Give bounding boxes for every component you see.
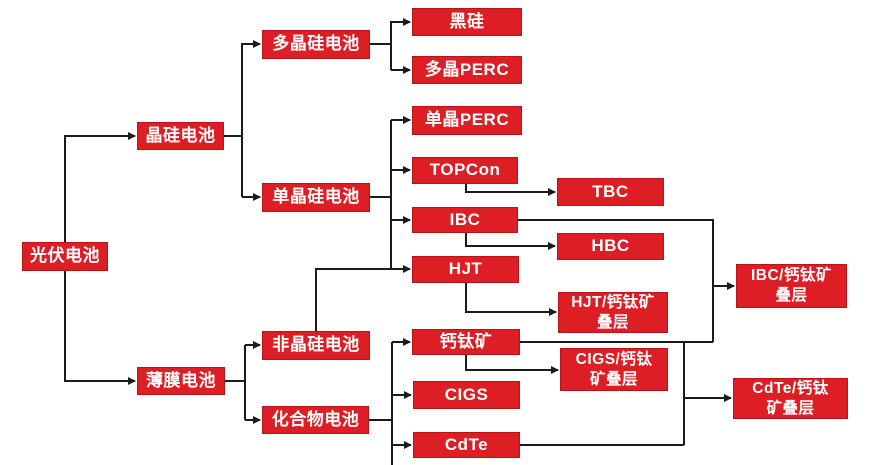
edge-poly-si-black-si	[390, 18, 411, 70]
node-poly-silicon: 多晶硅电池	[262, 30, 370, 59]
node-cigs-perovskite-tandem: CIGS/钙钛 矿叠层	[560, 348, 668, 391]
node-perovskite: 钙钛矿	[412, 329, 520, 355]
node-poly-perc: 多晶PERC	[412, 56, 522, 84]
edge-root-thin-film	[64, 271, 136, 385]
node-cigs: CIGS	[413, 381, 520, 409]
node-cdte-perovskite-tandem: CdTe/钙钛 矿叠层	[733, 378, 848, 419]
node-cdte: CdTe	[413, 432, 520, 458]
node-ibc-perovskite-tandem: IBC/钙钛矿 叠层	[736, 264, 847, 308]
node-crystalline-silicon: 晶硅电池	[137, 122, 224, 150]
edge-amorphous-si-hjt	[315, 265, 411, 331]
edge-ibc-hbc	[465, 233, 556, 250]
node-tbc: TBC	[557, 178, 664, 206]
edge-perovskite-cigs-tandem	[465, 355, 559, 374]
edge-crystalline-poly-si	[241, 40, 261, 197]
node-mono-perc: 单晶PERC	[412, 106, 522, 135]
node-hbc: HBC	[557, 233, 664, 260]
edge-hjt-hjt-tandem	[465, 283, 557, 316]
node-amorphous-silicon: 非晶硅电池	[262, 331, 370, 360]
edge-ibc-right-trunk	[518, 219, 714, 342]
node-black-silicon: 黑硅	[412, 8, 522, 36]
node-mono-silicon: 单晶硅电池	[262, 183, 370, 212]
node-ibc: IBC	[412, 207, 518, 233]
node-hjt: HJT	[412, 256, 519, 283]
node-photovoltaic-cell: 光伏电池	[22, 242, 108, 271]
edge-root-crystalline	[64, 132, 136, 242]
node-hjt-perovskite-tandem: HJT/钙钛矿 叠层	[558, 292, 668, 333]
edge-topcon-tbc	[465, 184, 556, 196]
node-topcon: TOPCon	[412, 157, 518, 184]
node-thin-film: 薄膜电池	[137, 367, 225, 395]
node-compound-cell: 化合物电池	[262, 406, 369, 434]
